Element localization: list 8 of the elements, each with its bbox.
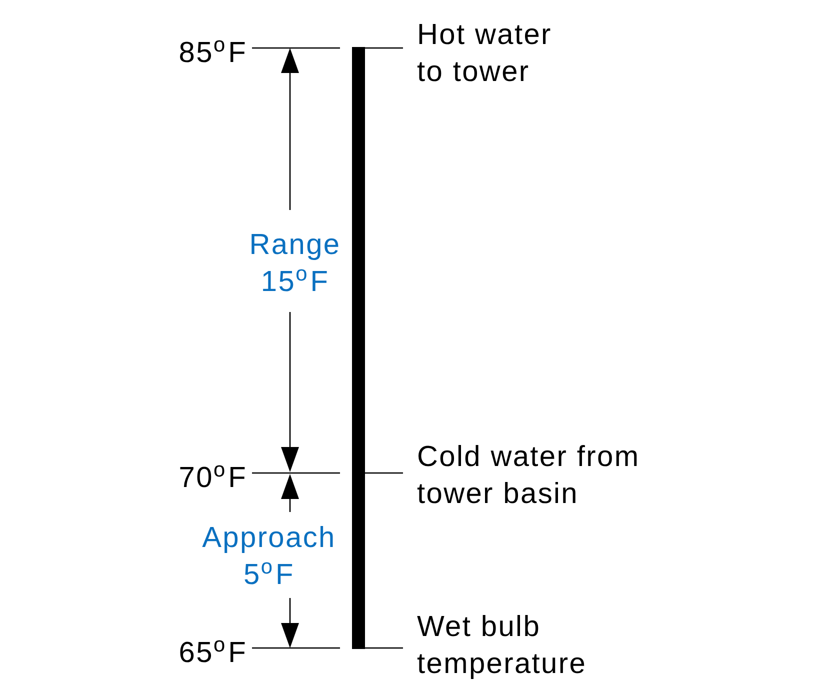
annotation-text: Wet bulb temperature <box>417 610 588 682</box>
dimension-label: Range 15$^{o}$F <box>248 228 342 300</box>
annotation-text: Cold water from tower basin <box>417 440 641 512</box>
temperature-label: 70$^{o}$F <box>178 460 247 496</box>
annotation-text: Hot water to tower <box>417 18 553 90</box>
temperature-label: 85$^{o}$F <box>178 35 247 71</box>
dimension-label: Approach 5$^{o}$F <box>201 521 337 593</box>
temperature-label: 65$^{o}$F <box>178 635 247 671</box>
